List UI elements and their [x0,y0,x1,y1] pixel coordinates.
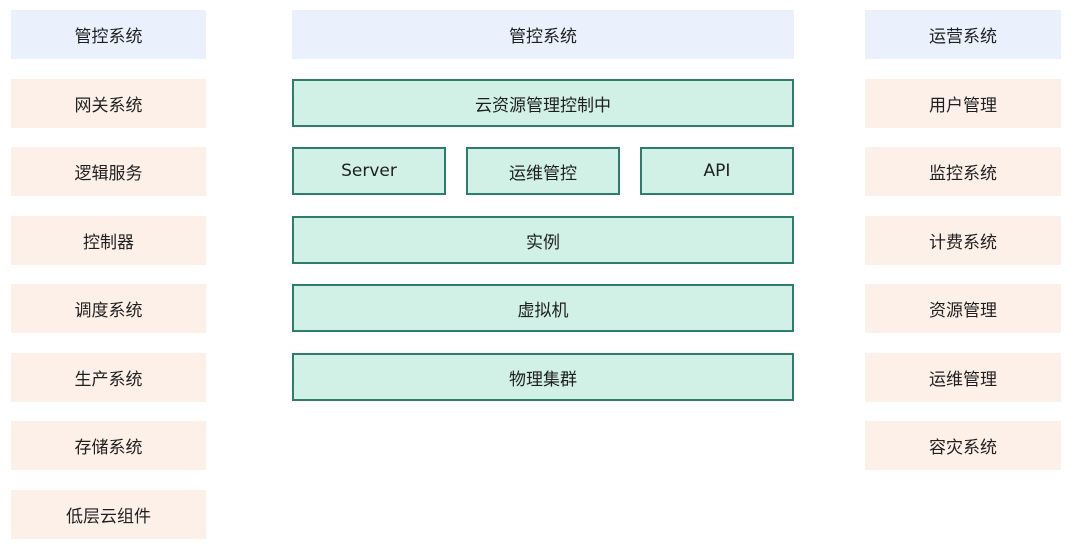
left-item-logic: 逻辑服务 [11,147,206,196]
physical-cluster-layer: 物理集群 [292,353,794,401]
right-item-monitoring: 监控系统 [865,147,1061,196]
left-item-gateway: 网关系统 [11,79,206,128]
cloud-resource-control-center: 云资源管理控制中 [292,79,794,127]
left-item-scheduler: 调度系统 [11,284,206,333]
right-item-billing: 计费系统 [865,216,1061,265]
vm-layer: 虚拟机 [292,284,794,332]
left-item-production: 生产系统 [11,353,206,402]
left-item-low-level-cloud: 低层云组件 [11,490,206,539]
right-item-user-mgmt: 用户管理 [865,79,1061,128]
left-item-controller: 控制器 [11,216,206,265]
left-item-storage: 存储系统 [11,421,206,470]
middle-header: 管控系统 [292,10,794,59]
right-header: 运营系统 [865,10,1061,59]
ops-control-box: 运维管控 [466,147,620,195]
right-item-ops-mgmt: 运维管理 [865,353,1061,402]
left-header: 管控系统 [11,10,206,59]
right-item-disaster-recovery: 容灾系统 [865,421,1061,470]
api-box: API [640,147,794,195]
right-item-resource-mgmt: 资源管理 [865,284,1061,333]
server-box: Server [292,147,446,195]
instance-layer: 实例 [292,216,794,264]
